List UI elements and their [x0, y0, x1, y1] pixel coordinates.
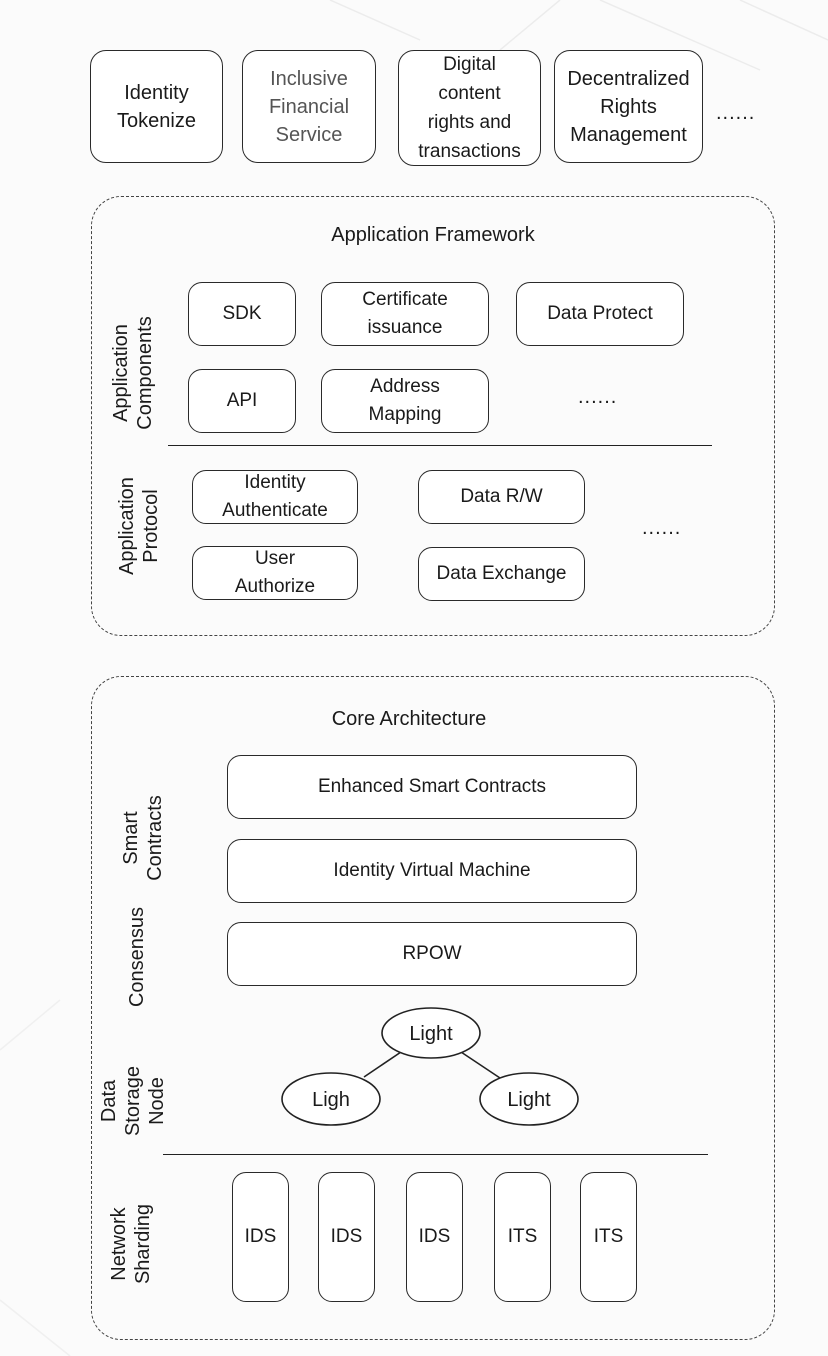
- shard-its-2: ITS: [580, 1172, 637, 1302]
- storage-node-top: [381, 1007, 481, 1059]
- components-protocol-divider: [168, 445, 712, 446]
- storage-node-left-label: Ligh: [312, 1089, 350, 1111]
- shard-ids-1: IDS: [232, 1172, 289, 1302]
- shard-ids-2: IDS: [318, 1172, 375, 1302]
- shard-ids-3: IDS: [406, 1172, 463, 1302]
- api-box: API: [188, 369, 296, 433]
- data-protect-box: Data Protect: [516, 282, 684, 346]
- identity-virtual-machine-box: Identity Virtual Machine: [227, 839, 637, 903]
- core-architecture-container: [91, 676, 775, 1340]
- core-architecture-title: Core Architecture: [331, 708, 487, 730]
- enhanced-smart-contracts-box: Enhanced Smart Contracts: [227, 755, 637, 819]
- sdk-box: SDK: [188, 282, 296, 346]
- network-sharding-label: Network Sharding: [108, 1203, 154, 1285]
- decentralized-rights-management-box: Decentralized Rights Management: [554, 50, 703, 163]
- node-edge-left: [363, 1051, 402, 1078]
- components-ellipsis: ......: [578, 386, 618, 408]
- storage-sharding-divider: [163, 1154, 708, 1155]
- digital-content-rights-box: Digital content rights and transactions: [398, 50, 541, 166]
- identity-tokenize-box: Identity Tokenize: [90, 50, 223, 163]
- certificate-issuance-box: Certificate issuance: [321, 282, 489, 346]
- storage-node-right-label: Light: [507, 1089, 551, 1111]
- storage-node-left: [281, 1072, 381, 1126]
- data-exchange-box: Data Exchange: [418, 547, 585, 601]
- rpow-box: RPOW: [227, 922, 637, 986]
- top-row-ellipsis: ......: [716, 102, 756, 124]
- application-framework-container: [91, 196, 775, 636]
- storage-node-top-label: Light: [409, 1023, 453, 1045]
- protocol-ellipsis: ......: [642, 517, 682, 539]
- user-authorize-box: User Authorize: [192, 546, 358, 600]
- data-rw-box: Data R/W: [418, 470, 585, 524]
- identity-authenticate-box: Identity Authenticate: [192, 470, 358, 524]
- storage-node-right: [479, 1072, 579, 1126]
- shard-its-1: ITS: [494, 1172, 551, 1302]
- application-framework-title: Application Framework: [331, 224, 535, 246]
- inclusive-financial-service-box: Inclusive Financial Service: [242, 50, 376, 163]
- address-mapping-box: Address Mapping: [321, 369, 489, 433]
- node-edge-right: [460, 1051, 501, 1079]
